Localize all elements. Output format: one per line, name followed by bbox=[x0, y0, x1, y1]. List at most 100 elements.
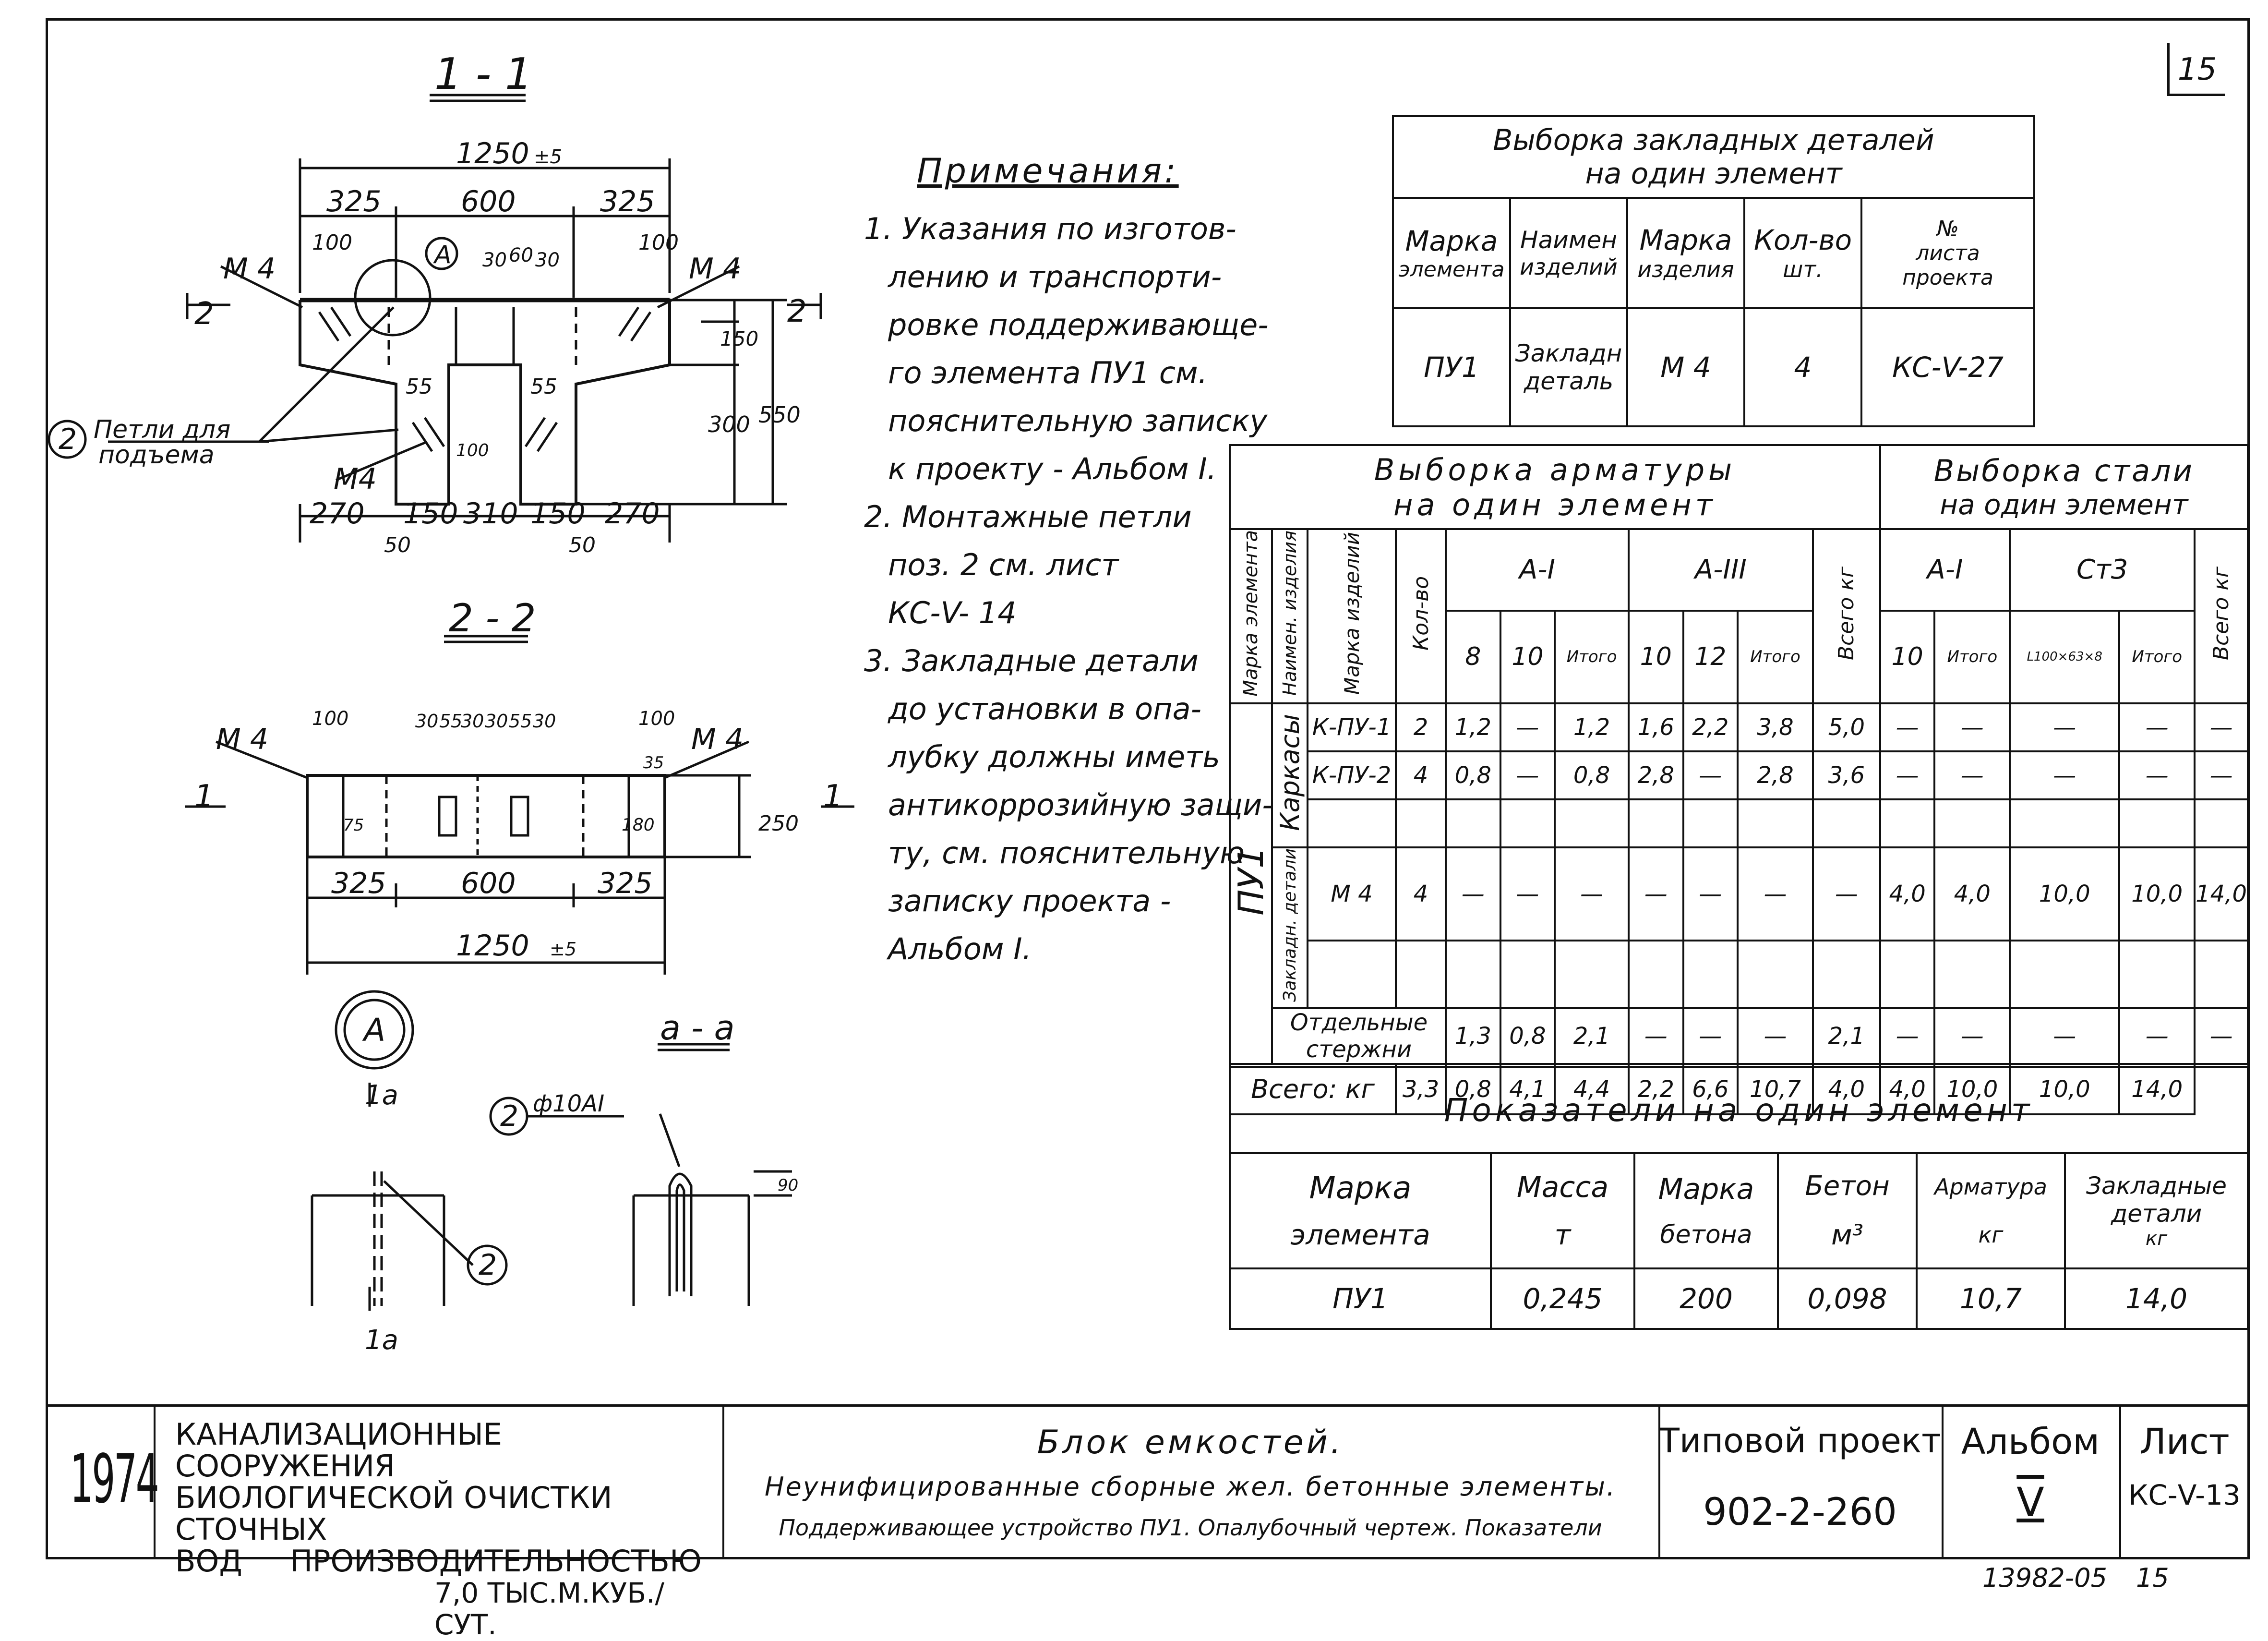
grp-embedded: Закладн. детали bbox=[1271, 846, 1308, 1010]
r-cell: — bbox=[1933, 750, 2011, 800]
col-mark: Марка элемента bbox=[1229, 528, 1273, 704]
grp-a1: A-I bbox=[1445, 528, 1630, 612]
dim-250-v: 250 bbox=[758, 811, 799, 836]
sub-h: Итого bbox=[2118, 609, 2196, 704]
r-cell-empty bbox=[1812, 798, 1881, 848]
r-cell-empty bbox=[1879, 940, 1936, 1010]
emb-cell: ПУ1 bbox=[1392, 307, 1511, 427]
grp-steel-a1: A-I bbox=[1879, 528, 2011, 612]
dim-150-v: 150 bbox=[720, 327, 758, 350]
dim-325-22r: 325 bbox=[598, 867, 653, 900]
dim-150-b: 150 bbox=[530, 497, 586, 531]
r-cell-empty bbox=[1879, 798, 1936, 848]
r-cell-empty bbox=[1627, 798, 1684, 848]
note-line: антикоррозийную защи- bbox=[888, 787, 1273, 822]
r-cell-empty bbox=[1445, 940, 1501, 1010]
dim-30-a: 30 bbox=[482, 249, 507, 271]
dim-tol: ±5 bbox=[534, 146, 562, 168]
r-cell: 4,0 bbox=[1879, 846, 1936, 942]
r-cell: 2,8 bbox=[1627, 750, 1684, 800]
r-cell-empty bbox=[1395, 940, 1447, 1010]
dim-1250: 1250 bbox=[456, 137, 529, 170]
dim-90-v: 90 bbox=[778, 1176, 798, 1195]
r-cell: — bbox=[2118, 750, 2196, 800]
tb-album-value: V bbox=[2016, 1479, 2044, 1526]
dim-100-right: 100 bbox=[638, 230, 679, 255]
r-cell: — bbox=[1499, 750, 1556, 800]
dim-270-left: 270 bbox=[310, 497, 365, 531]
sub-h: L100×63×8 bbox=[2009, 609, 2121, 704]
r-cell: — bbox=[2194, 1007, 2249, 1065]
r-cell-empty bbox=[1395, 798, 1447, 848]
dim-50-right: 50 bbox=[569, 533, 596, 557]
dim-30-22a: 30 bbox=[415, 711, 438, 732]
note-line: пояснительную записку bbox=[888, 403, 1268, 438]
r-cell: — bbox=[1682, 1007, 1739, 1065]
dim-tol-22: ±5 bbox=[550, 939, 576, 960]
rebar-title: Выборка арматуры на один элемент bbox=[1229, 444, 1881, 530]
col-name: Наимен. изделия bbox=[1271, 528, 1308, 704]
grp-a3: A-III bbox=[1627, 528, 1814, 612]
tb-name-3: Поддерживающее устройство ПУ1. Опалубочн… bbox=[779, 1515, 1602, 1541]
r-cell: 10,0 bbox=[2118, 846, 2196, 942]
r-cell: — bbox=[2009, 1007, 2121, 1065]
dim-325-22l: 325 bbox=[331, 867, 386, 900]
callout-a-ref: 1a bbox=[365, 1080, 398, 1111]
r-cell-empty bbox=[1812, 940, 1881, 1010]
callout-a-detail: A bbox=[362, 1012, 385, 1049]
tb-album-label: Альбом bbox=[1961, 1421, 2100, 1462]
r-cell: 1,3 bbox=[1445, 1007, 1501, 1065]
dim-325-right: 325 bbox=[600, 185, 655, 218]
r-cell-empty bbox=[1554, 798, 1630, 848]
dim-100-22r: 100 bbox=[638, 708, 675, 730]
section-mark-1-left: 1 bbox=[194, 779, 214, 814]
tb-name-1: Блок емкостей. bbox=[1037, 1424, 1344, 1461]
r-cell: — bbox=[1627, 846, 1684, 942]
note-line: го элемента ПУ1 см. bbox=[888, 355, 1208, 390]
r-cell: 14,0 bbox=[2194, 846, 2249, 942]
r-cell-empty bbox=[1737, 798, 1814, 848]
tb-sheet-value: КС-V-13 bbox=[2128, 1479, 2241, 1511]
col-total-2: Всего кг bbox=[2194, 528, 2249, 704]
r-cell: — bbox=[1737, 846, 1814, 942]
r-cell-empty bbox=[2118, 940, 2196, 1010]
r-cell: — bbox=[1682, 750, 1739, 800]
emb-cell: М 4 bbox=[1626, 307, 1745, 427]
sub-h: 10 bbox=[1879, 609, 1936, 704]
dim-325-left: 325 bbox=[326, 185, 382, 218]
dim-50-left: 50 bbox=[384, 533, 411, 557]
note-line: записку проекта - bbox=[888, 883, 1171, 918]
ind-cell: 14,0 bbox=[2064, 1267, 2249, 1330]
dim-55-right: 55 bbox=[530, 374, 557, 399]
r-cell: 4 bbox=[1395, 750, 1447, 800]
dim-30-22b: 30 bbox=[461, 711, 484, 732]
note-line: к проекту - Альбом I. bbox=[888, 451, 1217, 486]
r-cell: — bbox=[1933, 702, 2011, 752]
r-cell: — bbox=[2009, 702, 2121, 752]
r-cell-empty bbox=[1554, 940, 1630, 1010]
r-cell-empty bbox=[1307, 940, 1397, 1010]
note-line: 2. Монтажные петли bbox=[864, 499, 1192, 534]
r-cell: — bbox=[1554, 846, 1630, 942]
r-cell: 3,8 bbox=[1737, 702, 1814, 752]
dim-270-right: 270 bbox=[605, 497, 660, 531]
emb-cell: КС-V-27 bbox=[1860, 307, 2035, 427]
tb-organization: КАНАЛИЗАЦИОННЫЕ СООРУЖЕНИЯ БИОЛОГИЧЕСКОЙ… bbox=[175, 1417, 702, 1641]
r-cell: 1,6 bbox=[1627, 702, 1684, 752]
r-cell: 10,0 bbox=[2009, 846, 2121, 942]
r-cell-empty bbox=[2194, 940, 2249, 1010]
pos-2-aa: 2 bbox=[500, 1099, 518, 1133]
grp-frames: Каркасы bbox=[1271, 702, 1308, 848]
r-cell: — bbox=[2194, 702, 2249, 752]
sub-h: 10 bbox=[1499, 609, 1556, 704]
ind-cell: 0,098 bbox=[1777, 1267, 1918, 1330]
r-cell: — bbox=[1682, 846, 1739, 942]
col-item: Марка изделий bbox=[1307, 528, 1397, 704]
section-mark-2-right: 2 bbox=[787, 294, 807, 329]
